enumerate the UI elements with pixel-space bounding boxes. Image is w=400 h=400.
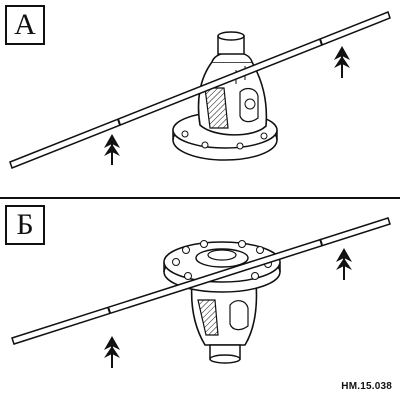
measurement-arrow-icon (334, 46, 350, 78)
figure-code: HM.15.038 (341, 381, 392, 392)
panel-label-b: Б (5, 205, 45, 245)
panel-b-illustration (11, 217, 391, 368)
measurement-arrow-icon (336, 248, 352, 280)
measurement-arrow-icon (104, 336, 120, 368)
panel-label-a: А (5, 5, 45, 45)
panel-label-a-text: А (14, 8, 36, 41)
panel-label-b-text: Б (16, 208, 34, 241)
panel-a-illustration (9, 11, 391, 169)
straight-edge-icon (11, 217, 391, 345)
measurement-arrow-icon (104, 134, 120, 165)
straight-edge-icon (9, 11, 391, 169)
